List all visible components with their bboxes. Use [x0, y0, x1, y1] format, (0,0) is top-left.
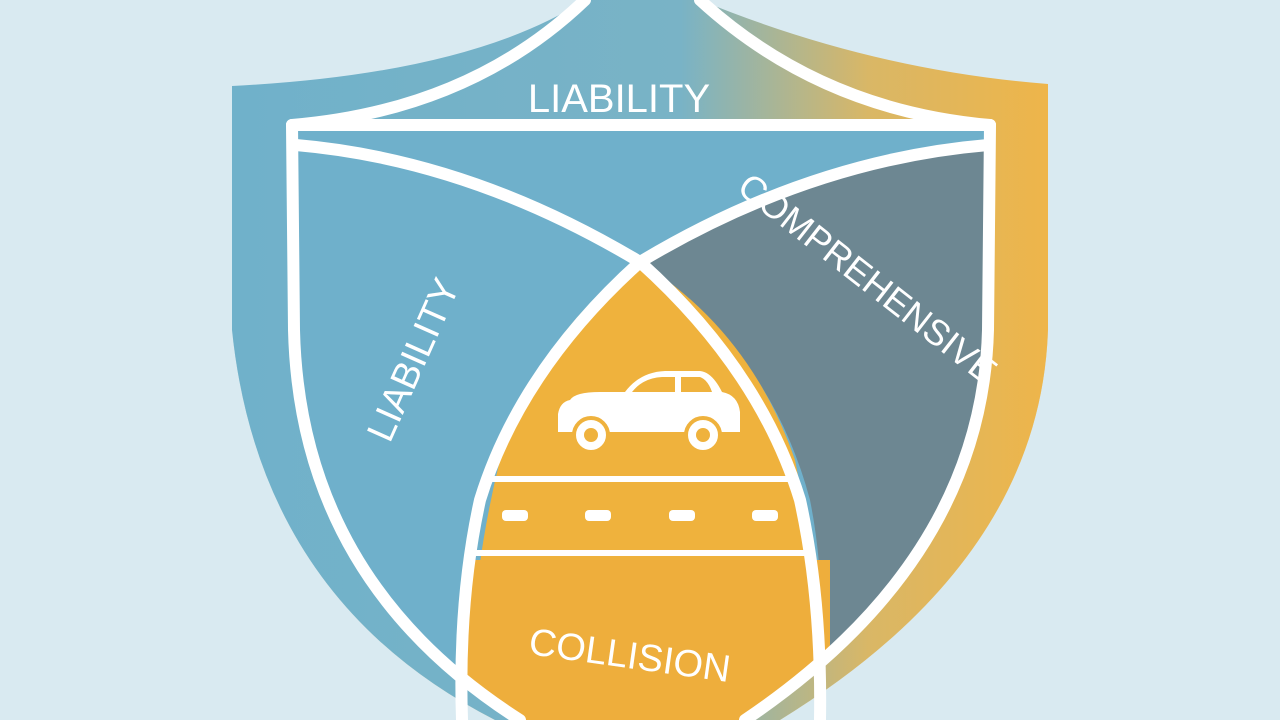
- road: [472, 476, 808, 556]
- road-lower: [465, 560, 830, 720]
- road-dashes: [502, 510, 778, 521]
- label-liability-top: LIABILITY: [528, 77, 710, 121]
- shield-dividers: [286, 0, 996, 720]
- car-icon: [558, 371, 740, 454]
